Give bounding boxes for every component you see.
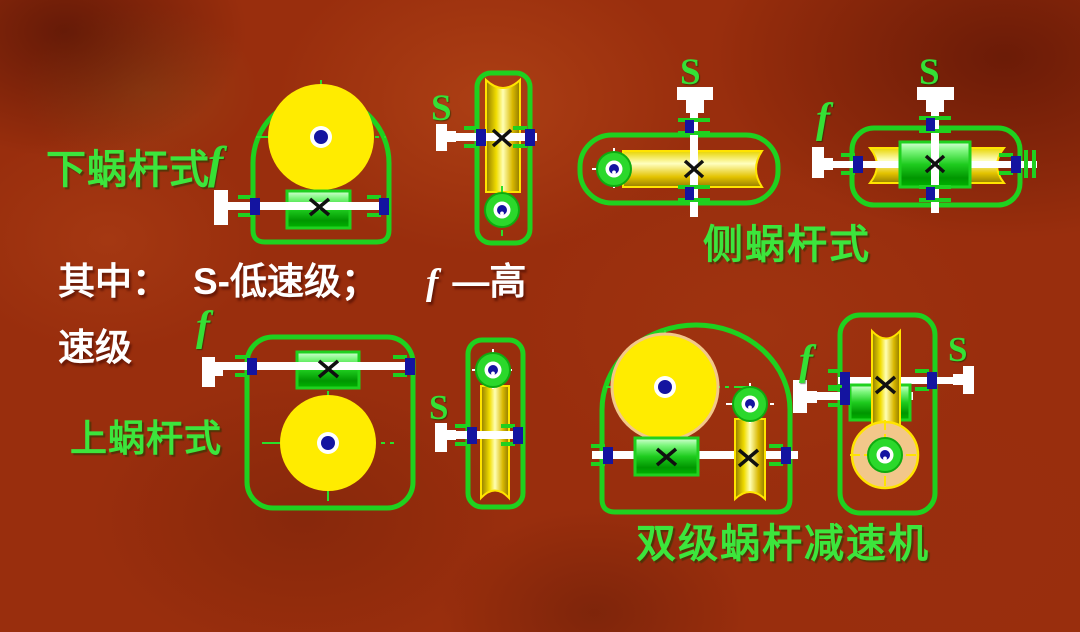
- bearing-hash: [1024, 150, 1028, 178]
- bearing-icon: [678, 185, 710, 202]
- input-flange: [214, 190, 228, 225]
- output-flange: [963, 366, 974, 394]
- label-s-side1: S: [680, 52, 701, 93]
- shaft: [226, 202, 389, 210]
- housing-outline: [577, 132, 781, 206]
- housing-outline: [250, 93, 392, 245]
- input-flange: [435, 423, 447, 452]
- side-worm-front-view: [577, 87, 781, 217]
- legend-s-definition: S-低速级；: [193, 261, 378, 302]
- legend-line2: 速级: [58, 327, 132, 368]
- label-f-two-stage: f: [799, 338, 813, 384]
- input-flange: [436, 124, 447, 151]
- worm-cross-mark: [924, 154, 946, 174]
- legend-line1: 其中： S-低速级； f —高: [58, 263, 526, 301]
- worm-cross-mark: [308, 197, 331, 217]
- label-f-side: f: [816, 96, 830, 142]
- output-flange: [953, 374, 963, 385]
- input-flange: [807, 391, 817, 403]
- output-flange: [686, 100, 704, 113]
- wheel-hub-icon: [654, 376, 676, 398]
- vertical-shaft: [690, 87, 698, 217]
- cross-mark: [874, 375, 897, 395]
- wheel-hub-icon: [317, 432, 339, 454]
- legend-prefix: 其中：: [58, 261, 169, 302]
- input-flange: [812, 147, 824, 178]
- input-flange: [447, 430, 456, 440]
- label-f-upper: f: [196, 304, 210, 350]
- input-flange: [824, 158, 833, 170]
- worm-end-icon: [484, 192, 520, 228]
- side-worm-side-view: [812, 87, 1037, 213]
- lower-worm-front-view: [214, 80, 392, 245]
- label-s-upper-side: S: [429, 388, 449, 427]
- output-flange: [917, 87, 954, 100]
- bearing-icon: [678, 118, 710, 135]
- label-two-stage-reducer: 双级蜗杆减速机: [636, 522, 930, 566]
- shaft: [214, 362, 413, 370]
- upper-worm-front-view: [202, 334, 416, 511]
- label-s-lower-side: S: [431, 88, 452, 129]
- worm-end-icon: [475, 352, 511, 388]
- cross-mark: [491, 128, 513, 148]
- worm-end-icon: [596, 151, 632, 187]
- worm-cross-mark: [317, 359, 340, 379]
- output-flange: [926, 100, 944, 112]
- input-flange: [447, 131, 456, 142]
- label-s-side2: S: [919, 52, 940, 93]
- wheel-hub-icon: [310, 126, 332, 148]
- bearing-hash: [1032, 150, 1036, 178]
- vertical-shaft: [931, 87, 939, 213]
- input-flange: [202, 357, 215, 387]
- legend-f-definition: —高: [452, 261, 527, 302]
- housing-outline: [244, 334, 416, 511]
- bearing-icon: [919, 116, 951, 133]
- two-stage-front-view: [591, 322, 798, 515]
- label-upper-worm-type: 上蜗杆式: [70, 418, 222, 459]
- first-wheel-rim: [871, 328, 901, 431]
- housing-outline: [837, 312, 938, 516]
- label-f-lower: f: [208, 137, 224, 188]
- worm-end-icon: [732, 386, 768, 422]
- upper-worm-side-view: [435, 337, 526, 510]
- two-stage-side-view: [793, 312, 974, 516]
- output-shaft: [838, 377, 968, 384]
- lower-worm-side-view: [436, 70, 537, 246]
- housing-outline: [465, 337, 526, 510]
- cross-mark: [683, 159, 705, 179]
- shaft: [451, 133, 537, 141]
- label-side-worm-type: 侧蜗杆式: [703, 223, 871, 267]
- input-flange: [793, 380, 807, 413]
- shaft: [449, 431, 523, 439]
- bearing-icon: [919, 185, 951, 202]
- worm-cross-mark: [655, 447, 678, 467]
- legend-f-symbol: f: [426, 262, 439, 303]
- housing-outline: [474, 70, 533, 246]
- label-lower-worm-type: 下蜗杆式: [46, 148, 210, 192]
- output-flange: [677, 87, 713, 100]
- worm-end-icon: [867, 437, 903, 473]
- wheel-rim: [480, 385, 510, 501]
- input-flange: [215, 365, 223, 376]
- cross-mark: [737, 448, 760, 468]
- label-s-two-stage: S: [948, 330, 968, 369]
